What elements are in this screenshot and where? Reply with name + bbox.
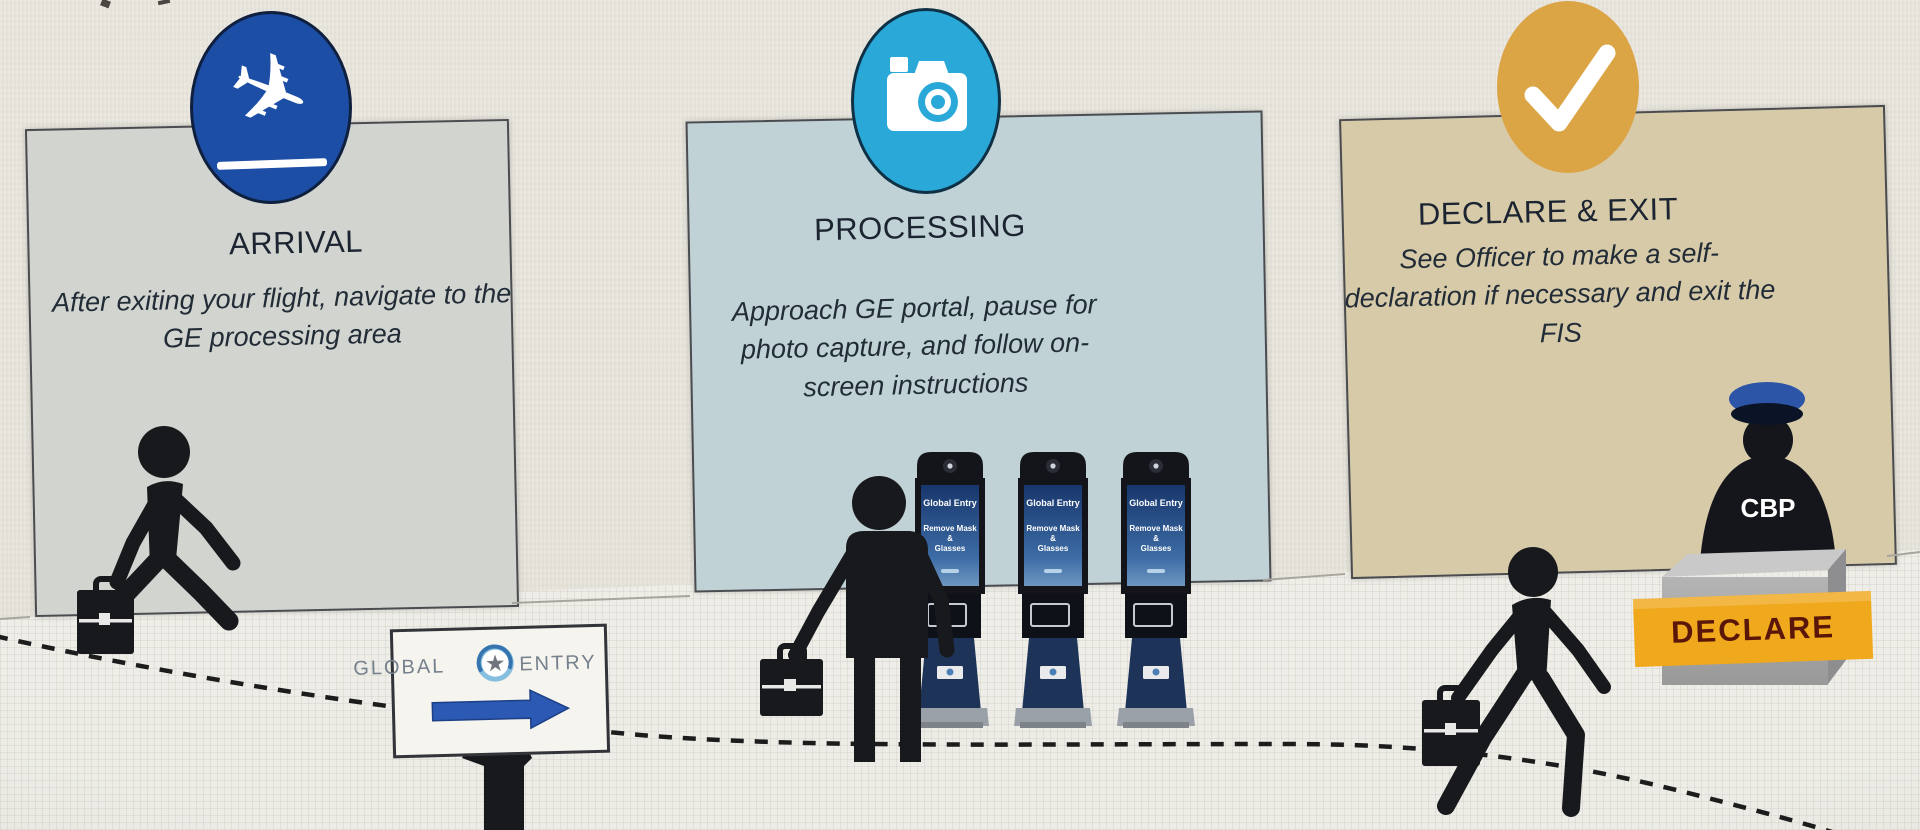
processing-step-circle [851, 8, 1001, 194]
plane-landing-icon: ✈ [211, 25, 328, 170]
declare-step-circle [1497, 1, 1639, 173]
arrival-step-circle: ✈ [190, 11, 352, 204]
checkmark-icon [1524, 44, 1616, 132]
camera-icon [887, 57, 967, 131]
processing-description: Approach GE portal, pause for photo capt… [731, 289, 1097, 403]
declare-exit-description: See Officer to make a self-declaration i… [1344, 237, 1776, 349]
arrival-description: After exiting your flight, navigate to t… [51, 278, 512, 354]
svg-text:✈: ✈ [211, 25, 328, 158]
